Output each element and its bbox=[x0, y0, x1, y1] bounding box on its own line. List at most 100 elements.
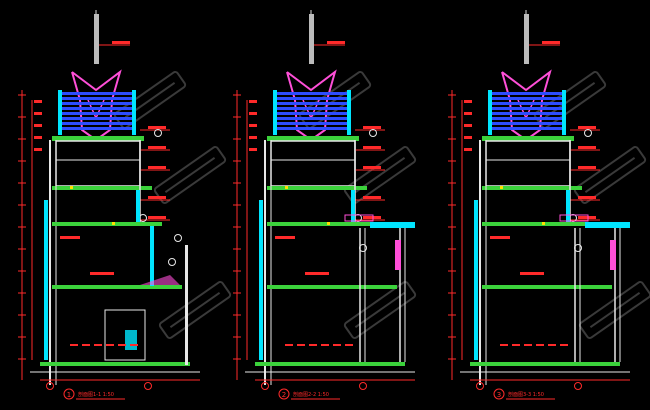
floor-slab-2 bbox=[267, 222, 377, 226]
roof-slab bbox=[52, 136, 144, 141]
dim-text-mark bbox=[560, 344, 568, 346]
level-mark bbox=[464, 112, 472, 115]
level-mark bbox=[34, 148, 42, 151]
louvre-block bbox=[488, 90, 566, 135]
axis-bubble bbox=[46, 382, 54, 390]
floor-slab-3 bbox=[267, 285, 397, 289]
door-panel bbox=[125, 330, 137, 350]
note-mark bbox=[90, 272, 114, 275]
louvre-slat bbox=[277, 102, 347, 105]
ground-slab bbox=[470, 362, 620, 366]
level-mark bbox=[464, 124, 472, 127]
louvre-slat bbox=[277, 122, 347, 125]
level-text-mark bbox=[363, 126, 381, 129]
louvre-slat bbox=[492, 97, 562, 100]
louvre-slat bbox=[62, 112, 132, 115]
louvre-frame-left bbox=[273, 90, 277, 135]
louvre-slat bbox=[492, 92, 562, 95]
watermark-mark bbox=[343, 281, 417, 339]
watermark-mark bbox=[158, 281, 232, 339]
floor-slab-2 bbox=[482, 222, 592, 226]
level-mark bbox=[249, 100, 257, 103]
level-text-mark bbox=[148, 126, 166, 129]
section-title: 剖面图1-1 1:50 bbox=[78, 391, 114, 398]
dim-text-mark bbox=[94, 344, 102, 346]
grid-bubble bbox=[584, 129, 592, 137]
ground-slab bbox=[40, 362, 190, 366]
louvre-slat bbox=[492, 117, 562, 120]
axis-bubble bbox=[261, 382, 269, 390]
louvre-slat bbox=[277, 117, 347, 120]
section-number-circle bbox=[493, 388, 505, 400]
wall-right-lower bbox=[185, 245, 188, 365]
louvre-slat bbox=[277, 92, 347, 95]
louvre-frame-right bbox=[562, 90, 566, 135]
floor-slab-1 bbox=[52, 186, 152, 190]
louvre-frame-left bbox=[58, 90, 62, 135]
louvre-block bbox=[58, 90, 136, 135]
grid-bubble bbox=[174, 234, 182, 242]
dim-text-mark bbox=[548, 344, 556, 346]
level-mark bbox=[464, 100, 472, 103]
room-outline bbox=[104, 309, 146, 361]
floor-slab-3 bbox=[482, 285, 612, 289]
side-glazing bbox=[150, 226, 154, 286]
annotation-dot bbox=[542, 222, 545, 225]
dim-text-mark bbox=[285, 344, 293, 346]
spire-mast bbox=[524, 14, 529, 64]
annotation-dot bbox=[112, 222, 115, 225]
watermark-stroke bbox=[169, 291, 221, 329]
level-mark bbox=[249, 112, 257, 115]
curtain-wall-right bbox=[566, 190, 570, 225]
canopy-edge bbox=[559, 214, 589, 222]
level-mark bbox=[34, 136, 42, 139]
floor-slab-2 bbox=[52, 222, 162, 226]
louvre-frame-left bbox=[488, 90, 492, 135]
canopy-slab bbox=[585, 222, 630, 228]
note-mark bbox=[275, 236, 295, 239]
louvre-slat bbox=[62, 117, 132, 120]
watermark-stroke bbox=[584, 156, 636, 194]
section-number-circle bbox=[63, 388, 75, 400]
louvre-block bbox=[273, 90, 351, 135]
spire-mast bbox=[309, 14, 314, 64]
annotation-dot bbox=[70, 186, 73, 189]
level-text-mark bbox=[363, 216, 381, 219]
louvre-slat bbox=[62, 107, 132, 110]
dim-text-mark bbox=[500, 344, 508, 346]
louvre-slat bbox=[492, 102, 562, 105]
level-mark bbox=[34, 124, 42, 127]
note-mark bbox=[305, 272, 329, 275]
louvre-slat bbox=[277, 112, 347, 115]
level-mark bbox=[464, 148, 472, 151]
axis-bubble bbox=[476, 382, 484, 390]
axis-bubble bbox=[574, 382, 582, 390]
louvre-slat bbox=[62, 122, 132, 125]
louvre-slat bbox=[492, 112, 562, 115]
watermark-stroke bbox=[544, 81, 596, 119]
dim-text-mark bbox=[536, 344, 544, 346]
curtain-wall-right bbox=[351, 190, 355, 225]
level-mark bbox=[464, 136, 472, 139]
level-mark bbox=[249, 124, 257, 127]
louvre-frame-right bbox=[347, 90, 351, 135]
level-text-mark bbox=[578, 166, 596, 169]
level-mark bbox=[249, 136, 257, 139]
level-text-mark bbox=[148, 146, 166, 149]
louvre-slat bbox=[62, 102, 132, 105]
section-title: 剖面图3-3 1:50 bbox=[508, 391, 544, 398]
dim-text-mark bbox=[106, 344, 114, 346]
side-stair bbox=[140, 275, 180, 285]
ground-slab bbox=[255, 362, 405, 366]
grid-bubble bbox=[359, 244, 367, 252]
level-text-mark bbox=[148, 196, 166, 199]
dim-text-mark bbox=[82, 344, 90, 346]
watermark-stroke bbox=[354, 291, 406, 329]
watermark-frame bbox=[158, 281, 232, 339]
axis-bubble bbox=[144, 382, 152, 390]
level-text-mark bbox=[148, 166, 166, 169]
canopy-edge bbox=[344, 214, 374, 222]
